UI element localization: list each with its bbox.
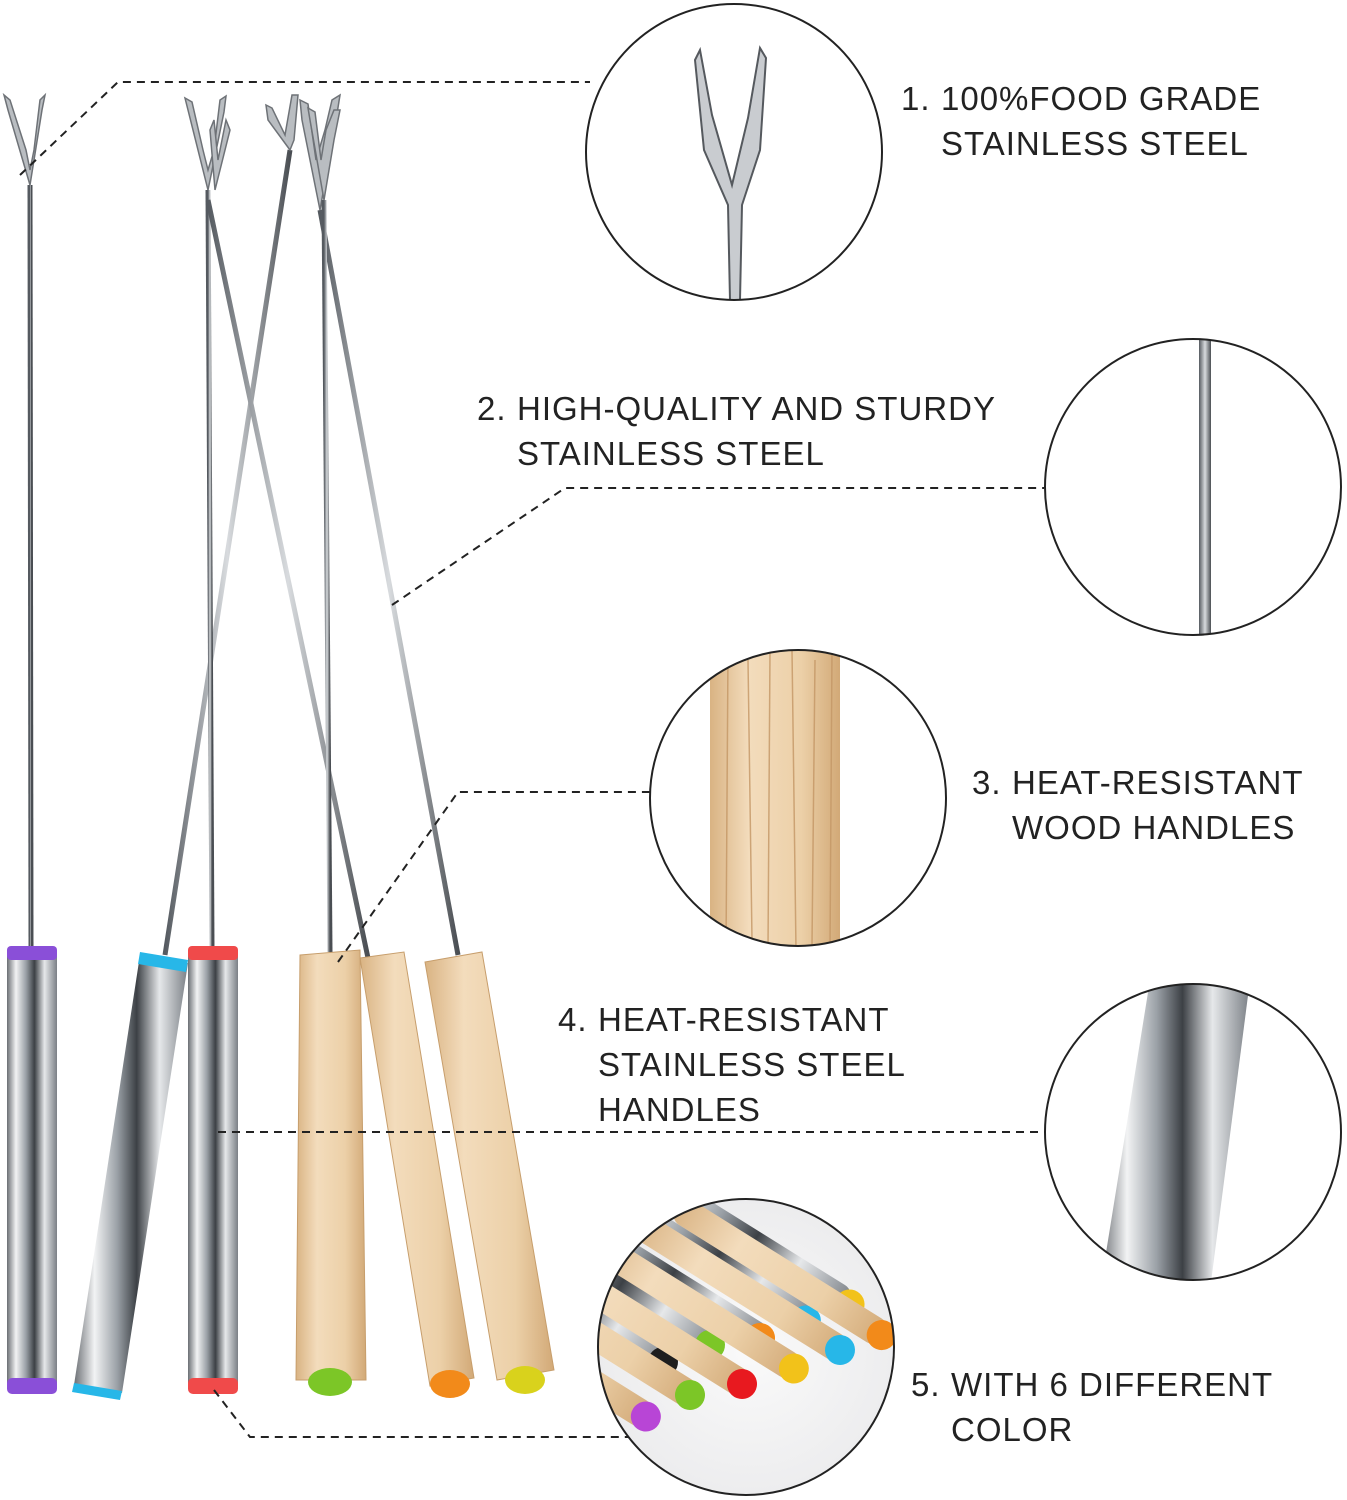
- feature-4-label: 4. HEAT-RESISTANT STAINLESS STEEL HANDLES: [558, 997, 906, 1132]
- feature-2-line1: HIGH-QUALITY AND STURDY: [517, 390, 996, 427]
- feature-2-number: 2.: [477, 390, 507, 427]
- fork-cyan: [72, 94, 299, 1400]
- fondue-forks: [2, 92, 555, 1400]
- feature-5-number: 5.: [911, 1366, 941, 1403]
- callout-lines: [19, 81, 1046, 1438]
- feature-1-label: 1. 100%FOOD GRADE STAINLESS STEEL: [901, 76, 1261, 166]
- feature-3-number: 3.: [972, 764, 1002, 801]
- zoom-circle-wood-handle: [649, 649, 947, 947]
- feature-3-line2: WOOD HANDLES: [1012, 809, 1296, 846]
- feature-4-line2: STAINLESS STEEL: [598, 1046, 906, 1083]
- feature-3-label: 3. HEAT-RESISTANT WOOD HANDLES: [972, 760, 1303, 850]
- zoom-circle-fork-tip: [585, 3, 883, 301]
- feature-5-line1: WITH 6 DIFFERENT: [951, 1366, 1274, 1403]
- fork-red: [183, 94, 238, 1394]
- feature-1-line2: STAINLESS STEEL: [941, 125, 1249, 162]
- zoom-circle-steel-handle: [1044, 983, 1342, 1281]
- feature-5-line2: COLOR: [951, 1411, 1074, 1448]
- feature-4-line1: HEAT-RESISTANT: [598, 1001, 890, 1038]
- fork-purple: [2, 92, 57, 1394]
- fork-green: [295, 106, 367, 1396]
- fork-orange: [205, 117, 475, 1398]
- zoom-circle-rod: [1044, 338, 1342, 636]
- feature-2-line2: STAINLESS STEEL: [517, 435, 825, 472]
- feature-2-label: 2. HIGH-QUALITY AND STURDY STAINLESS STEE…: [477, 386, 996, 476]
- feature-3-line1: HEAT-RESISTANT: [1012, 764, 1304, 801]
- feature-4-number: 4.: [558, 1001, 588, 1038]
- feature-4-line3: HANDLES: [598, 1091, 761, 1128]
- feature-1-number: 1.: [901, 80, 931, 117]
- feature-1-line1: 100%FOOD GRADE: [941, 80, 1262, 117]
- feature-5-label: 5. WITH 6 DIFFERENT COLOR: [911, 1362, 1273, 1452]
